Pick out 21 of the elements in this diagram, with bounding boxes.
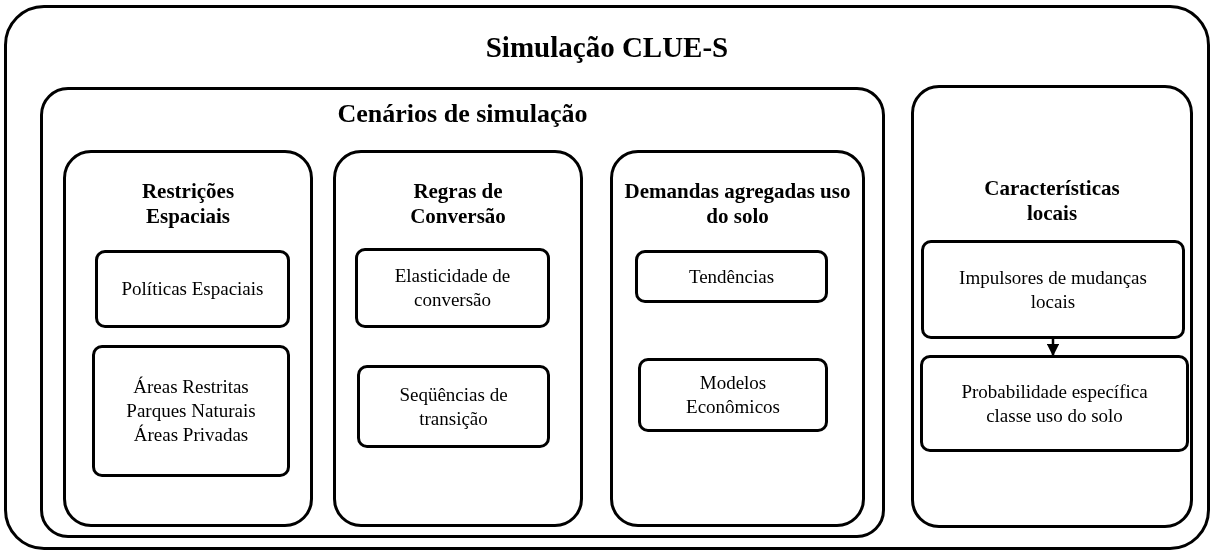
group-heading: Restrições Espaciais bbox=[140, 179, 236, 230]
group-heading: Regras de Conversão bbox=[409, 179, 507, 230]
process-box: Tendências bbox=[635, 250, 828, 303]
group-panel bbox=[911, 85, 1193, 528]
group-heading: Simulação CLUE-S bbox=[485, 30, 729, 65]
process-box: Políticas Espaciais bbox=[95, 250, 290, 328]
process-box: Áreas Restritas Parques Naturais Áreas Privadas bbox=[92, 345, 290, 477]
process-box: Probabilidade específica classe uso do solo bbox=[920, 355, 1189, 452]
process-box: Elasticidade de conversão bbox=[355, 248, 550, 328]
process-box: Impulsores de mudanças locais bbox=[921, 240, 1185, 339]
group-panel bbox=[40, 87, 885, 538]
outer-panel bbox=[4, 5, 1210, 550]
process-box: Seqüências de transição bbox=[357, 365, 550, 448]
category-panel bbox=[63, 150, 313, 527]
group-heading: Cenários de simulação bbox=[337, 98, 588, 130]
category-panel bbox=[333, 150, 583, 527]
process-box: Modelos Econômicos bbox=[638, 358, 828, 432]
arrow bbox=[1046, 339, 1060, 357]
group-heading: Demandas agregadas uso do solo bbox=[623, 179, 852, 230]
category-panel bbox=[610, 150, 865, 527]
group-heading: Características locais bbox=[983, 176, 1121, 227]
